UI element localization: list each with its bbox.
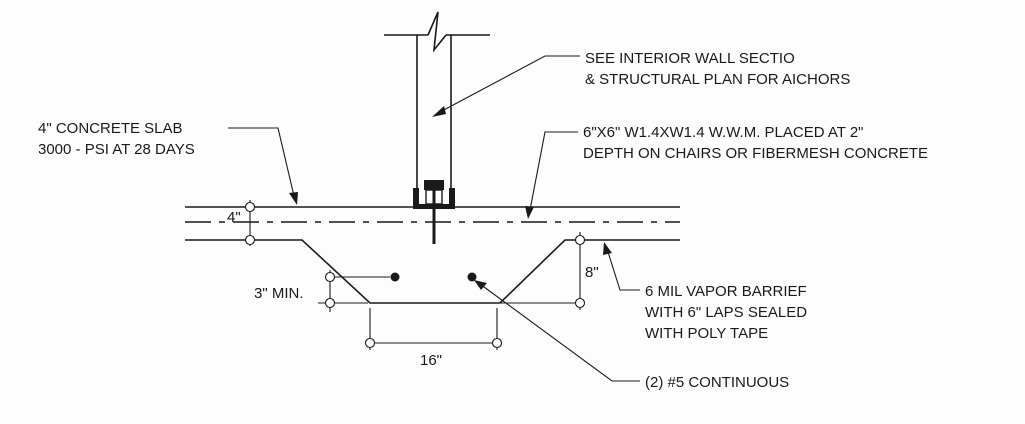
footing-width-label: 16" xyxy=(420,352,442,369)
rebar-right xyxy=(467,272,477,282)
wall-section-leader xyxy=(432,55,580,117)
rebar-note: (2) #5 CONTINUOUS xyxy=(645,374,789,391)
mesh-leader xyxy=(525,131,578,219)
rebar-left xyxy=(390,272,400,282)
vapor-barrier-leader xyxy=(603,242,640,291)
mesh-note-line1: 6"X6" W1.4XW1.4 W.W.M. PLACED AT 2" xyxy=(583,124,864,141)
footing-depth-dimension xyxy=(500,232,586,310)
mesh-note-line2: DEPTH ON CHAIRS OR FIBERMESH CONCRETE xyxy=(583,145,928,162)
vapor-barrier-note-line3: WITH POLY TAPE xyxy=(645,325,768,342)
anchor-bracket xyxy=(413,180,455,244)
min-cover-label: 3" MIN. xyxy=(254,285,304,302)
footing-width-dimension xyxy=(364,308,503,350)
footing-depth-label: 8" xyxy=(585,264,599,281)
vapor-barrier-note-line2: WITH 6" LAPS SEALED xyxy=(645,304,807,321)
slab-note-line2: 3000 - PSI AT 28 DAYS xyxy=(38,141,195,158)
slab-thickness-dimension xyxy=(244,200,256,246)
wall-stud xyxy=(384,11,490,200)
vapor-barrier-note-line1: 6 MIL VAPOR BARRIEF xyxy=(645,283,807,300)
slab-note-line1: 4" CONCRETE SLAB xyxy=(38,120,183,137)
slab-leader xyxy=(228,127,298,205)
rebar-leader xyxy=(474,280,640,382)
wall-section-note-line2: & STRUCTURAL PLAN FOR AICHORS xyxy=(585,71,850,88)
slab-thickness-label: 4" xyxy=(227,209,241,226)
min-cover-dimension xyxy=(318,270,390,312)
wall-section-note-line1: SEE INTERIOR WALL SECTIO xyxy=(585,50,795,67)
